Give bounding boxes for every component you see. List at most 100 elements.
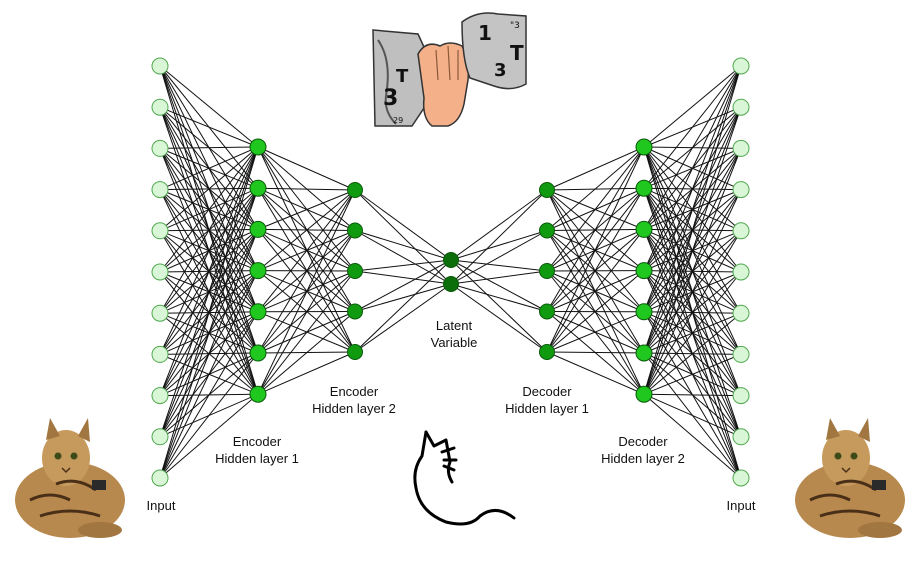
- svg-text:29: 29: [393, 116, 403, 125]
- edge-dec1-1-to-dec2-0: [546, 146, 645, 231]
- edge-dec2-5-to-input_right-0: [643, 65, 742, 354]
- edge-dec2-6-to-input_right-6: [643, 312, 742, 395]
- edge-input_left-10-to-enc1-6: [159, 393, 259, 479]
- edge-enc2-2-to-latent-1: [354, 270, 452, 285]
- node-input_left-10: [151, 469, 169, 487]
- edge-latent-1-to-dec1-2: [450, 270, 548, 285]
- node-input_right-7: [732, 345, 750, 363]
- node-enc2-3: [347, 303, 363, 320]
- edge-dec2-6-to-input_right-2: [643, 148, 742, 395]
- edge-dec2-6-to-input_right-8: [643, 393, 742, 397]
- edge-dec1-4-to-dec2-0: [546, 146, 645, 353]
- edge-enc1-6-to-enc2-4: [257, 351, 356, 395]
- label-dec2-line-0: Decoder: [618, 434, 668, 449]
- edge-input_left-10-to-enc1-1: [159, 188, 259, 479]
- edge-dec2-0-to-input_right-0: [643, 65, 742, 148]
- node-input_left-2: [151, 139, 169, 157]
- edge-input_left-6-to-enc1-0: [159, 146, 259, 314]
- node-input_left-3: [151, 181, 169, 199]
- edge-dec2-6-to-input_right-9: [643, 393, 742, 438]
- edge-input_left-4-to-enc1-0: [159, 146, 259, 232]
- edge-dec2-6-to-input_right-3: [643, 189, 742, 395]
- node-input_right-8: [732, 387, 750, 405]
- label-enc1-line-1: Hidden layer 1: [215, 451, 299, 466]
- node-enc1-4: [249, 303, 267, 321]
- edge-input_left-1-to-enc1-0: [159, 106, 259, 148]
- node-input_right-10: [732, 469, 750, 487]
- node-dec1-1: [539, 222, 555, 239]
- top-hand-cat-image: 3 T 29 1 T 3 "3: [372, 12, 527, 127]
- label-enc2-line-1: Hidden layer 2: [312, 401, 396, 416]
- edge-enc1-4-to-enc2-0: [257, 189, 356, 313]
- edge-dec1-0-to-dec2-0: [546, 146, 645, 191]
- edge-input_left-5-to-enc1-0: [159, 146, 259, 273]
- edge-input_left-7-to-enc1-0: [159, 146, 259, 355]
- node-enc2-0: [347, 182, 363, 198]
- edge-dec1-3-to-dec2-0: [546, 146, 645, 312]
- bottom-cat-sketch: [413, 430, 516, 526]
- node-input_left-5: [151, 263, 169, 281]
- node-dec2-0: [635, 138, 653, 156]
- edge-enc2-4-to-latent-0: [354, 259, 452, 353]
- edge-enc1-0-to-enc2-0: [257, 146, 356, 191]
- connection-edges: [159, 65, 742, 479]
- edge-dec1-4-to-dec2-6: [546, 351, 645, 395]
- edge-latent-1-to-dec1-0: [450, 189, 548, 285]
- edge-input_left-10-to-enc1-5: [159, 352, 259, 479]
- edge-dec1-4-to-dec2-1: [546, 187, 645, 353]
- edge-dec2-4-to-input_right-0: [643, 65, 742, 312]
- label-dec1-line-1: Hidden layer 1: [505, 401, 589, 416]
- label-input_right-line-0: Input: [727, 498, 756, 513]
- node-enc2-4: [347, 344, 363, 360]
- edge-enc2-0-to-latent-0: [354, 189, 452, 261]
- edge-dec2-2-to-input_right-0: [643, 65, 742, 230]
- edge-dec2-6-to-input_right-0: [643, 65, 742, 395]
- edge-enc1-6-to-enc2-0: [257, 189, 356, 395]
- node-input_left-9: [151, 428, 169, 446]
- label-dec2-line-1: Hidden layer 2: [601, 451, 685, 466]
- node-input_right-3: [732, 181, 750, 199]
- edge-dec2-6-to-input_right-7: [643, 353, 742, 395]
- svg-text:1: 1: [478, 21, 492, 45]
- edge-enc1-6-to-enc2-3: [257, 311, 356, 395]
- edge-dec2-6-to-input_right-4: [643, 230, 742, 395]
- label-latent-line-1: Variable: [431, 335, 478, 350]
- edge-enc1-6-to-enc2-2: [257, 270, 356, 395]
- edge-input_left-2-to-enc1-0: [159, 146, 259, 149]
- node-enc2-2: [347, 263, 363, 279]
- edge-dec1-4-to-dec2-4: [546, 311, 645, 353]
- left-cat-photo: [15, 418, 125, 538]
- node-input_left-8: [151, 387, 169, 405]
- node-input_left-0: [151, 57, 169, 75]
- edge-enc2-4-to-latent-1: [354, 283, 452, 353]
- edge-dec2-6-to-input_right-10: [643, 393, 742, 479]
- edge-latent-1-to-dec1-1: [450, 230, 548, 285]
- edge-dec2-3-to-input_right-0: [643, 65, 742, 271]
- node-dec2-3: [635, 262, 653, 280]
- edge-enc1-1-to-enc2-0: [257, 187, 356, 191]
- edge-input_left-0-to-enc1-0: [159, 65, 259, 148]
- edge-input_left-10-to-enc1-4: [159, 311, 259, 479]
- node-dec2-6: [635, 385, 653, 403]
- edge-input_left-9-to-enc1-0: [159, 146, 259, 437]
- node-input_left-6: [151, 304, 169, 322]
- label-input_left-line-0: Input: [147, 498, 176, 513]
- node-enc1-3: [249, 262, 267, 280]
- edge-dec1-4-to-dec2-2: [546, 229, 645, 353]
- edge-enc2-1-to-latent-0: [354, 230, 452, 261]
- edge-enc1-6-to-enc2-1: [257, 230, 356, 395]
- node-dec1-3: [539, 303, 555, 320]
- neuron-nodes: [151, 57, 750, 487]
- edge-input_left-10-to-enc1-2: [159, 229, 259, 479]
- node-input_right-1: [732, 98, 750, 116]
- node-input_right-5: [732, 263, 750, 281]
- node-input_right-0: [732, 57, 750, 75]
- edge-latent-0-to-dec1-2: [450, 259, 548, 272]
- edge-enc1-3-to-enc2-0: [257, 189, 356, 271]
- edge-dec2-6-to-input_right-1: [643, 107, 742, 395]
- node-input_left-4: [151, 222, 169, 240]
- edge-latent-1-to-dec1-4: [450, 283, 548, 353]
- edge-enc2-3-to-latent-1: [354, 283, 452, 312]
